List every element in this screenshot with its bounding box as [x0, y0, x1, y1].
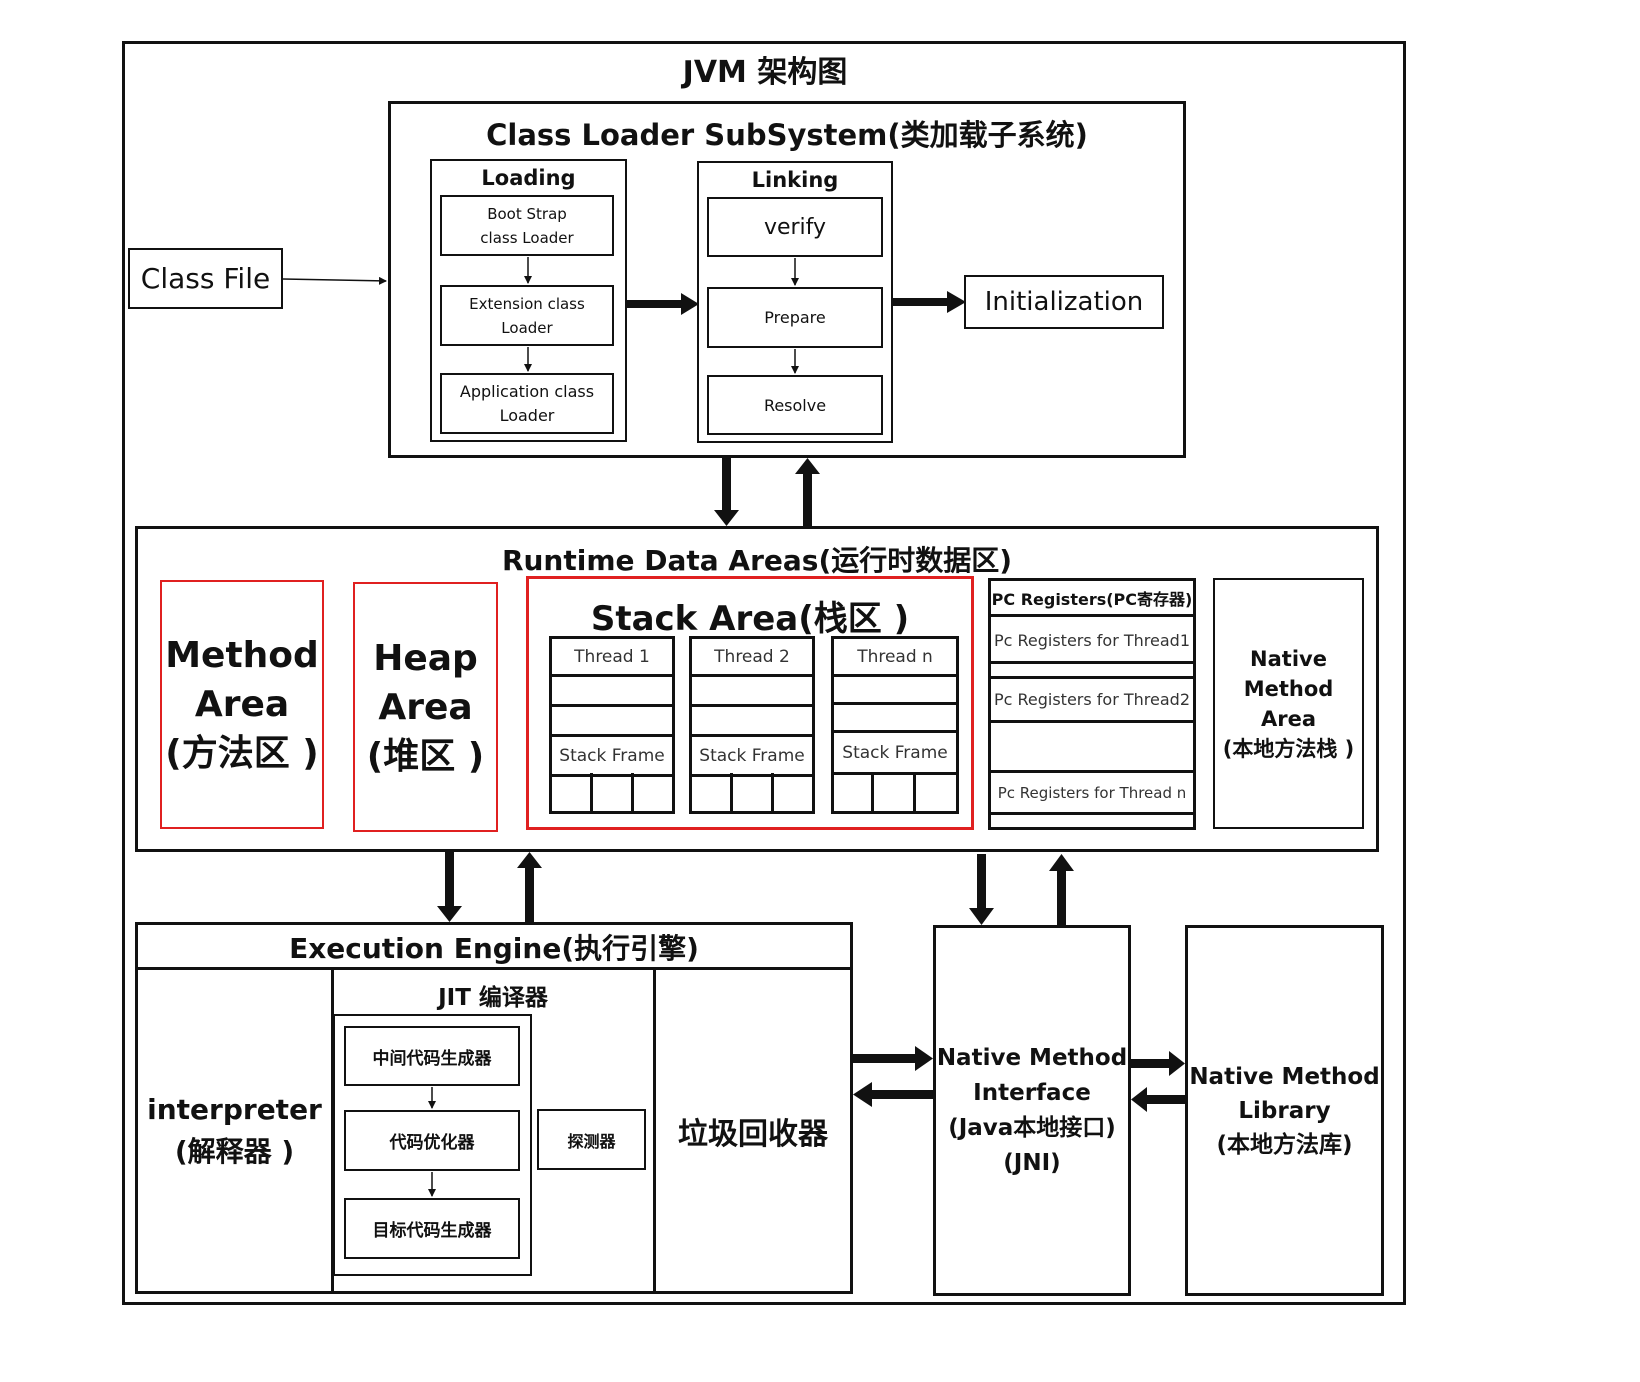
classfile-arrow — [282, 276, 387, 285]
thread-stack: Thread n Stack Frame — [831, 636, 959, 814]
thread-stack: Thread 2 Stack Frame — [689, 636, 815, 814]
class-loader-title: Class Loader SubSystem(类加载子系统) — [486, 118, 1088, 152]
pc-register-empty — [991, 723, 1193, 773]
exec-runtime-up-shaft — [525, 866, 534, 922]
linking-title: Linking — [751, 168, 839, 192]
runtime-native-down-head — [969, 908, 994, 925]
frame-cell — [834, 773, 874, 811]
exec-native-right-shaft — [853, 1054, 917, 1063]
bootstrap-class-loader: Boot Strap class Loader — [440, 195, 614, 256]
frame-cell — [692, 773, 733, 811]
native-runtime-up-head — [1049, 854, 1074, 871]
runtime-exec-down-head — [437, 906, 462, 922]
frame-cell — [733, 773, 774, 811]
pc-register-spacer — [991, 664, 1193, 679]
stack-slot — [692, 707, 812, 737]
cl-runtime-down-shaft — [722, 458, 731, 512]
stack-slot — [552, 677, 672, 707]
class-file-box: Class File — [128, 248, 283, 309]
thread-name: Thread n — [834, 639, 956, 677]
extension-class-loader-label: Extension class Loader — [469, 294, 585, 337]
gc-divider — [653, 969, 656, 1292]
pc-registers: PC Registers(PC寄存器) Pc Registers for Thr… — [988, 578, 1196, 830]
native-method-area-label: Native Method Area (本地方法栈 ) — [1222, 646, 1355, 761]
exec-runtime-up-head — [517, 852, 542, 868]
stack-area-title: Stack Area(栈区 ) — [590, 599, 910, 639]
verify-box: verify — [707, 197, 883, 257]
nif-lib-right-shaft — [1131, 1059, 1171, 1068]
native-method-area: Native Method Area (本地方法栈 ) — [1213, 578, 1364, 829]
pc-register-threadn: Pc Registers for Thread n — [991, 773, 1193, 815]
stack-slot — [834, 677, 956, 705]
native-runtime-up-shaft — [1057, 869, 1066, 925]
frame-cell — [593, 773, 634, 811]
interpreter-label: interpreter (解释器 ) — [147, 1093, 322, 1168]
bootstrap-class-loader-label: Boot Strap class Loader — [480, 204, 574, 247]
ir-generator: 中间代码生成器 — [344, 1026, 520, 1086]
heap-area-label: Heap Area (堆区 ) — [366, 637, 485, 777]
linking-init-arrow-shaft — [893, 298, 949, 306]
code-optimizer: 代码优化器 — [344, 1110, 520, 1171]
stack-frame: Stack Frame — [552, 737, 672, 777]
runtime-cl-up-head — [795, 458, 820, 474]
frame-cell — [874, 773, 916, 811]
nif-lib-right-head — [1169, 1051, 1185, 1076]
runtime-title: Runtime Data Areas(运行时数据区) — [501, 544, 1013, 577]
loading-title: Loading — [481, 166, 576, 190]
pc-register-thread2: Pc Registers for Thread2 — [991, 679, 1193, 723]
application-class-loader: Application class Loader — [440, 373, 614, 434]
target-code-generator: 目标代码生成器 — [344, 1198, 520, 1259]
thread-name: Thread 1 — [552, 639, 672, 677]
prepare-box: Prepare — [707, 287, 883, 348]
thread-stack: Thread 1 Stack Frame — [549, 636, 675, 814]
runtime-exec-down-shaft — [445, 852, 454, 908]
runtime-native-down-shaft — [977, 854, 986, 910]
jit-title: JIT 编译器 — [438, 985, 548, 1011]
exec-native-right-head — [915, 1046, 933, 1071]
thread-name: Thread 2 — [692, 639, 812, 677]
execution-engine-title: Execution Engine(执行引擎) — [289, 932, 699, 965]
stack-slot — [692, 677, 812, 707]
pc-register-thread1: Pc Registers for Thread1 — [991, 620, 1193, 664]
interpreter: interpreter (解释器 ) — [138, 970, 331, 1292]
native-method-interface-label: Native Method Interface (Java本地接口) (JNI) — [936, 1044, 1128, 1176]
stack-slot — [834, 705, 956, 733]
initialization-box: Initialization — [964, 275, 1164, 329]
stack-frame: Stack Frame — [834, 733, 956, 775]
native-method-library: Native Method Library (本地方法库) — [1185, 925, 1384, 1296]
profiler-detector: 探测器 — [537, 1109, 646, 1170]
application-class-loader-label: Application class Loader — [459, 381, 595, 425]
lib-nif-left-shaft — [1145, 1095, 1185, 1104]
pc-registers-title: PC Registers(PC寄存器) — [991, 581, 1193, 617]
garbage-collector: 垃圾回收器 — [678, 1117, 828, 1152]
native-method-library-label: Native Method Library (本地方法库) — [1189, 1063, 1380, 1158]
runtime-cl-up-shaft — [803, 472, 812, 526]
loading-linking-arrow-shaft — [627, 300, 683, 308]
loading-linking-arrow-head — [681, 293, 699, 315]
cl-runtime-down-head — [714, 510, 739, 526]
lib-nif-left-head — [1131, 1087, 1147, 1112]
heap-area: Heap Area (堆区 ) — [353, 582, 498, 832]
stack-frame: Stack Frame — [692, 737, 812, 777]
method-area-label: Method Area (方法区 ) — [165, 635, 319, 774]
native-method-interface: Native Method Interface (Java本地接口) (JNI) — [933, 925, 1131, 1296]
diagram-title: JVM 架构图 — [682, 55, 848, 90]
extension-class-loader: Extension class Loader — [440, 285, 614, 346]
linking-init-arrow-head — [947, 291, 966, 313]
method-area: Method Area (方法区 ) — [160, 580, 324, 829]
native-exec-left-shaft — [870, 1090, 933, 1099]
frame-cell — [552, 773, 593, 811]
execution-title-divider — [135, 967, 853, 970]
native-exec-left-head — [853, 1082, 872, 1107]
resolve-box: Resolve — [707, 375, 883, 435]
stack-slot — [552, 707, 672, 737]
interpreter-divider — [331, 969, 334, 1292]
